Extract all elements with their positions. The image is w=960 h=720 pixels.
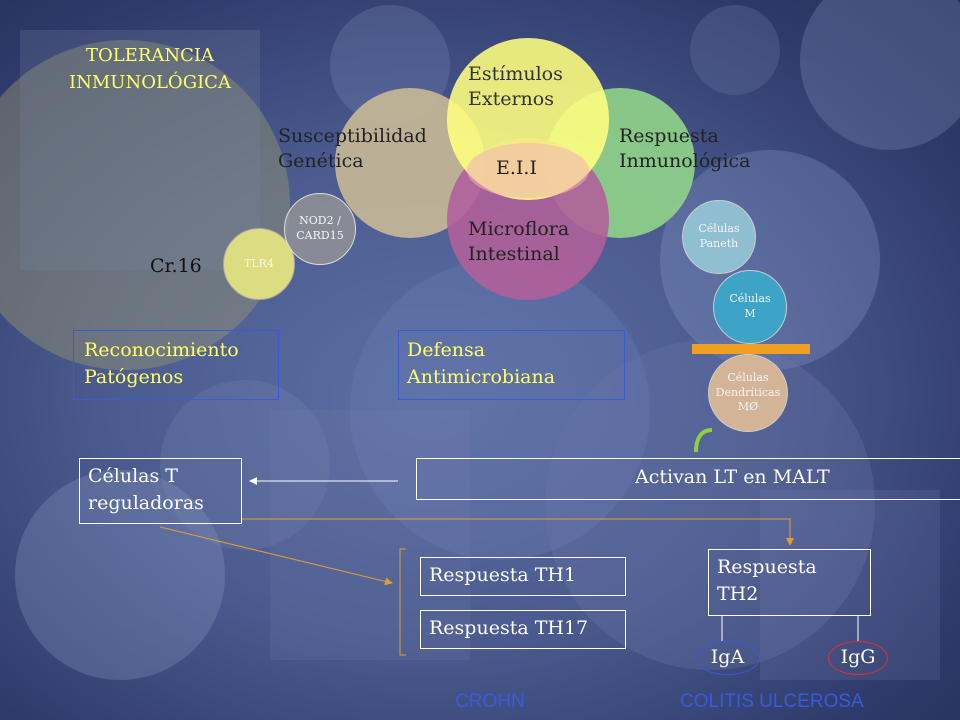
venn-label-immune: Respuesta Inmunológica — [619, 124, 750, 173]
antibody-iga: IgA — [695, 641, 760, 675]
box-malt: Activan LT en MALT — [416, 458, 960, 500]
venn-label-stimuli-2: Externos — [468, 87, 554, 110]
cell-dendritic-line-2: Dendríticas — [715, 385, 781, 399]
box-th1: Respuesta TH1 — [420, 557, 626, 596]
cell-m-line-2: M — [744, 307, 756, 320]
venn-label-stimuli: Estímulos Externos — [468, 62, 563, 111]
disease-colitis: COLITIS ULCEROSA — [680, 691, 864, 712]
antibody-igg-label: IgG — [840, 646, 876, 669]
box-treg: Células T reguladoras — [79, 458, 242, 524]
bg-circle-top-right — [800, 0, 960, 150]
venn-label-immune-1: Respuesta — [619, 125, 719, 147]
box-recognition: Reconocimiento Patógenos — [73, 330, 279, 400]
box-th1-label: Respuesta TH1 — [429, 564, 577, 586]
antibody-igg: IgG — [828, 641, 888, 675]
box-defense: Defensa Antimicrobiana — [398, 330, 625, 400]
cell-m-line-1: Células — [729, 292, 771, 306]
box-defense-line-2: Antimicrobiana — [407, 365, 556, 388]
box-defense-line-1: Defensa — [407, 339, 486, 361]
cell-paneth-line-2: Paneth — [699, 237, 739, 250]
box-recognition-line-1: Reconocimiento — [84, 339, 239, 361]
title-line-2: INMUNOLÓGICA — [69, 72, 231, 93]
box-th17-label: Respuesta TH17 — [429, 617, 589, 639]
venn-label-microflora-2: Intestinal — [468, 242, 560, 265]
gene-nod2-line-1: NOD2 / — [299, 214, 341, 228]
venn-center-overlap — [467, 143, 589, 198]
gene-tlr4-label: TLR4 — [244, 256, 274, 270]
box-treg-line-1: Células T — [88, 465, 178, 487]
venn-label-immune-2: Inmunológica — [619, 149, 751, 172]
box-th17: Respuesta TH17 — [420, 610, 626, 649]
venn-label-microflora: Microflora Intestinal — [468, 217, 569, 266]
box-malt-label: Activan LT en MALT — [635, 466, 830, 488]
orange-bar — [692, 344, 810, 354]
cell-dendritic-line-1: Células — [727, 370, 769, 384]
gene-nod2-line-2: CARD15 — [296, 229, 344, 242]
chromosome-label: Cr.16 — [150, 255, 202, 277]
cell-circle-dendritic: Células Dendríticas MØ — [708, 354, 788, 432]
cell-paneth-line-1: Células — [698, 222, 740, 236]
cell-circle-m: Células M — [713, 270, 787, 344]
box-th2-line-2: TH2 — [717, 582, 759, 605]
arrow-treg-to-th1 — [159, 526, 393, 586]
bg-circle-top-right-2 — [690, 5, 780, 95]
gene-circle-tlr4: TLR4 — [223, 228, 295, 300]
cell-dendritic-line-3: MØ — [737, 400, 759, 414]
slide-title: TOLERANCIA INMUNOLÓGICA — [40, 42, 260, 96]
venn-label-microflora-1: Microflora — [468, 218, 570, 240]
venn-label-stimuli-1: Estímulos — [468, 63, 563, 85]
antibody-iga-label: IgA — [710, 646, 745, 669]
title-line-1: TOLERANCIA — [85, 45, 215, 66]
box-treg-line-2: reguladoras — [88, 491, 204, 514]
venn-label-center: E.I.I — [496, 157, 537, 179]
bracket-th1-th17 — [399, 548, 406, 656]
bg-circle-center — [350, 260, 650, 560]
venn-label-susceptibility-2: Genética — [278, 149, 364, 172]
arrow-treg-to-th2 — [242, 518, 794, 546]
green-hook — [694, 428, 713, 453]
box-recognition-line-2: Patógenos — [84, 365, 184, 388]
gene-circle-nod2: NOD2 / CARD15 — [284, 193, 356, 265]
venn-label-susceptibility: Susceptibilidad Genética — [278, 124, 427, 173]
box-th2-line-1: Respuesta — [717, 556, 817, 578]
cell-circle-paneth: Células Paneth — [682, 200, 756, 274]
venn-label-susceptibility-1: Susceptibilidad — [278, 125, 427, 147]
disease-crohn: CROHN — [455, 691, 525, 712]
box-th2: Respuesta TH2 — [708, 549, 871, 616]
